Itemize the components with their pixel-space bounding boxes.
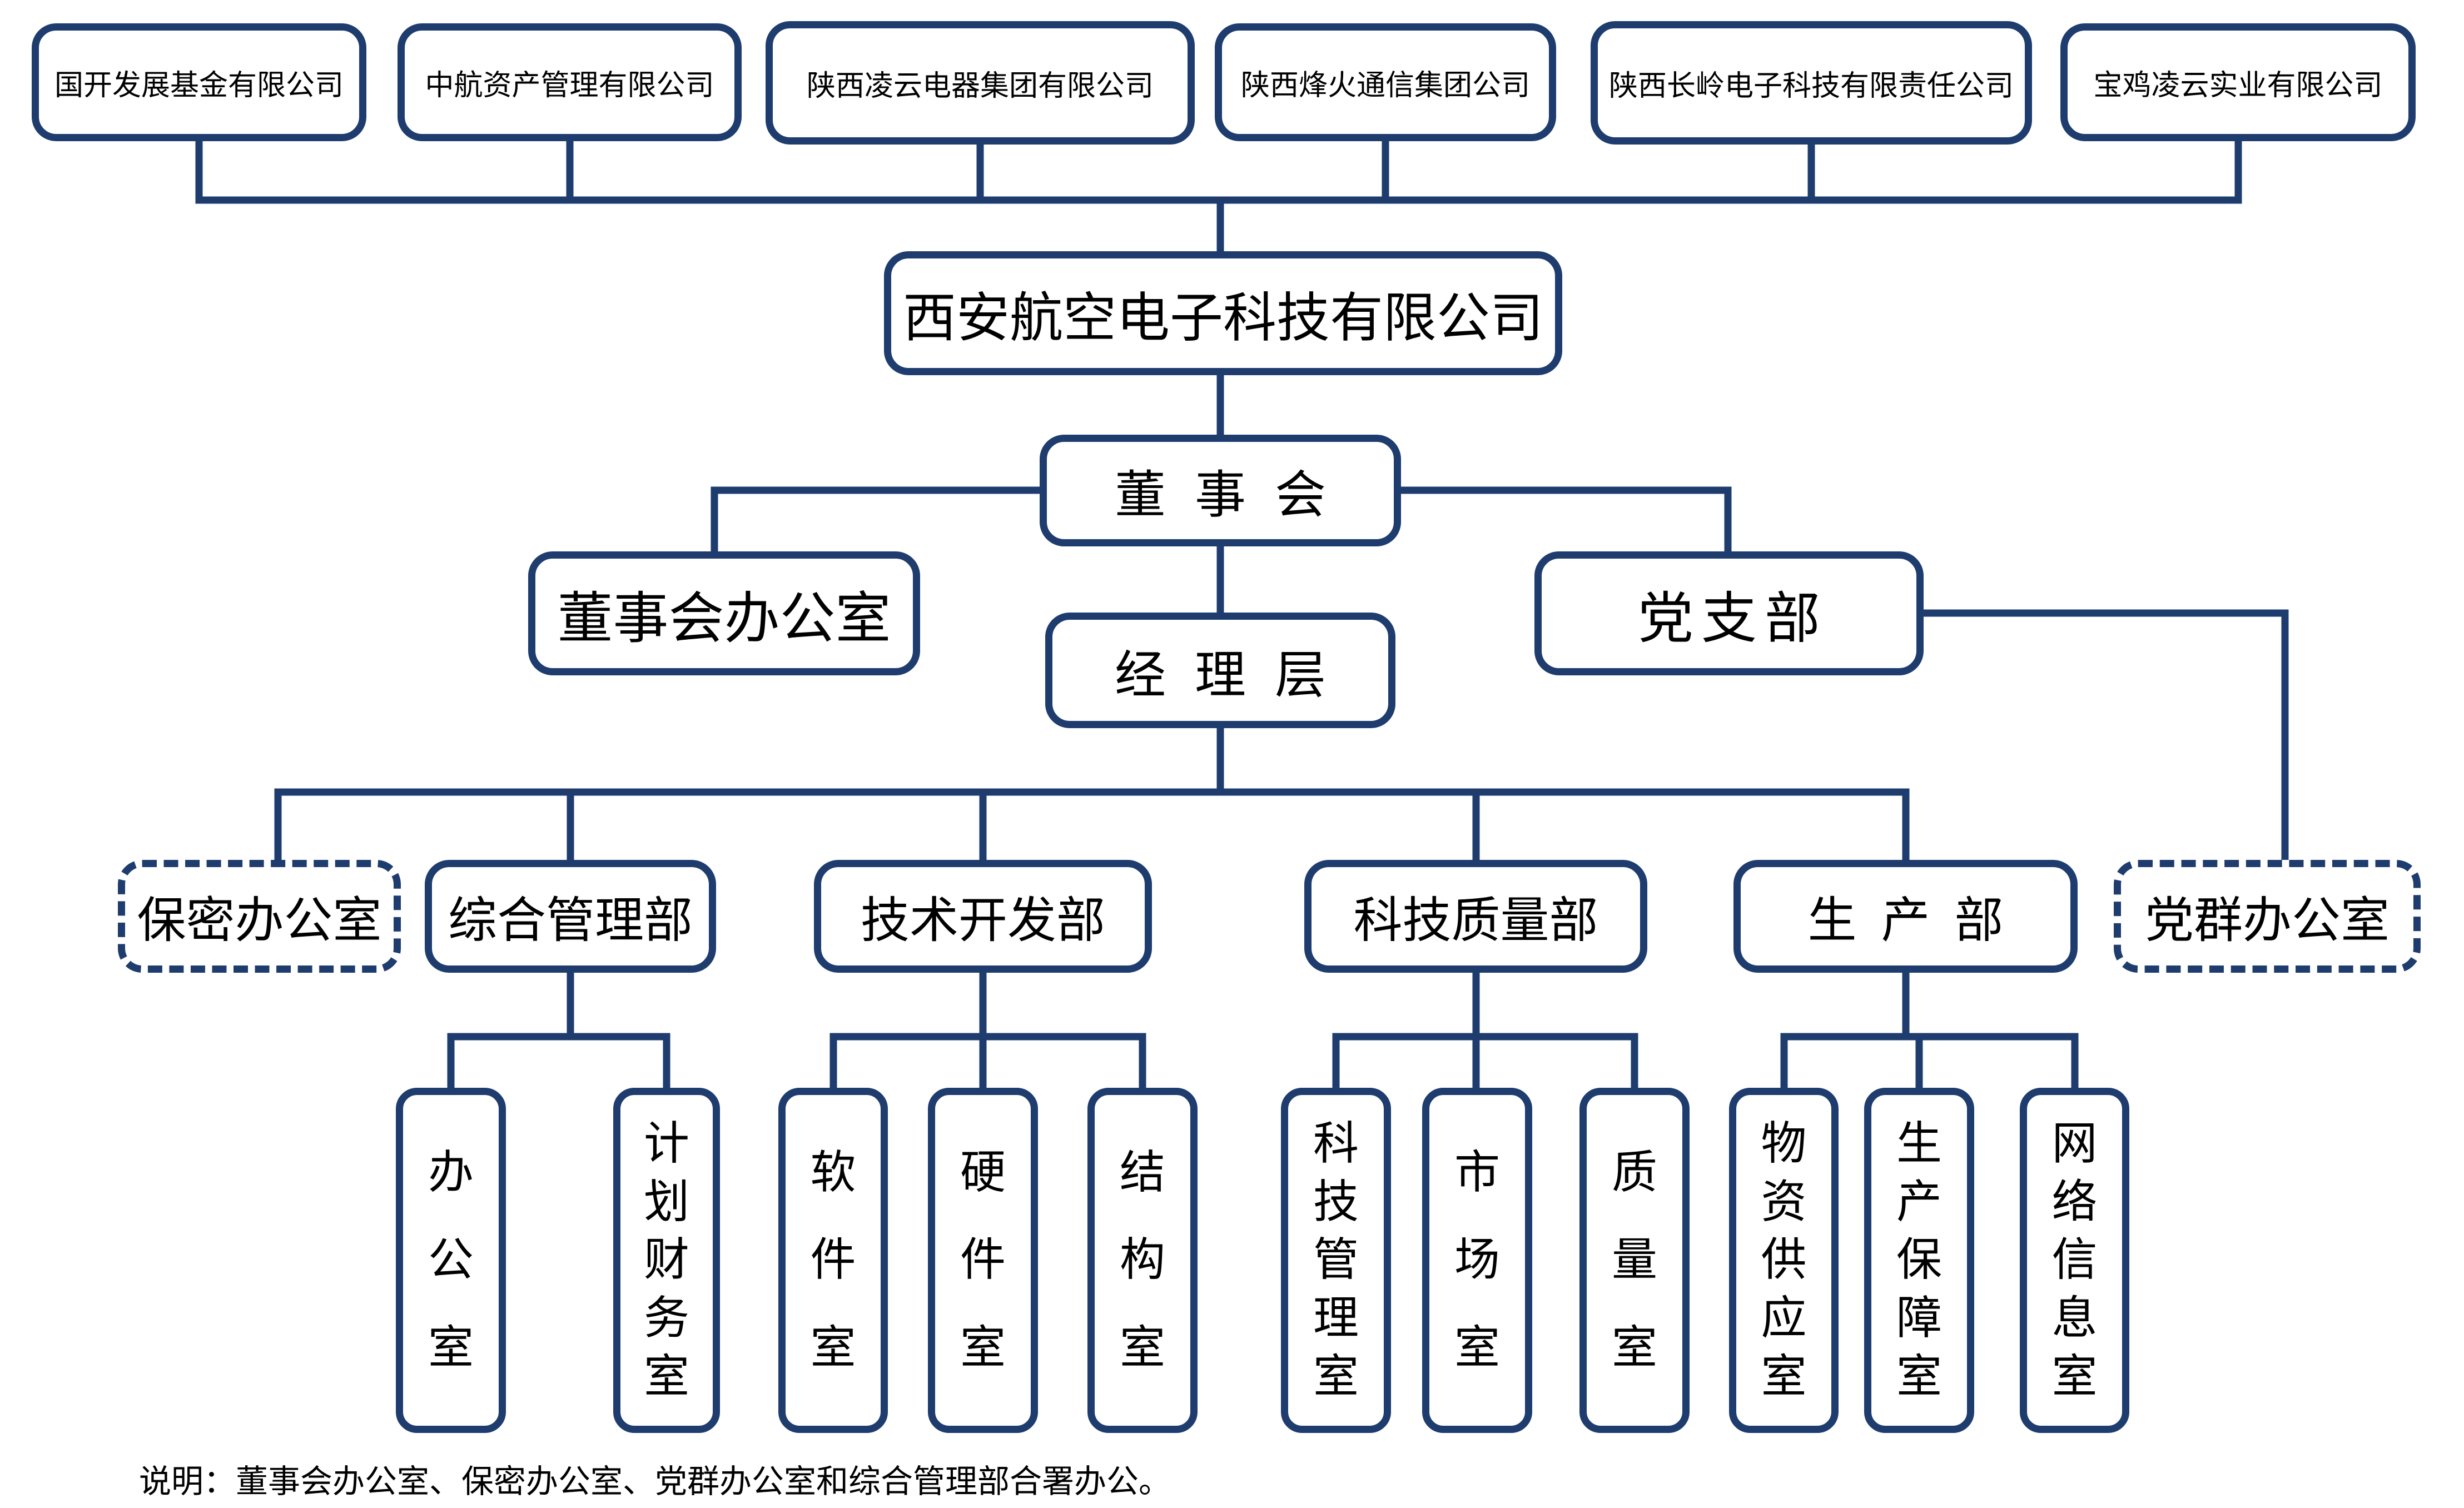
- node-office-admin: 办公室: [396, 1088, 506, 1433]
- node-office-hardware: 硬件室: [928, 1088, 1038, 1433]
- node-office-quality: 质量室: [1579, 1088, 1690, 1433]
- node-label: 生产部: [1807, 893, 2028, 948]
- node-label: 市场室: [1454, 1147, 1500, 1373]
- node-label: 软件室: [810, 1147, 856, 1373]
- node-office-planning-finance: 计划财务室: [613, 1088, 720, 1433]
- node-dept-tech-dev: 技术开发部: [814, 860, 1152, 973]
- node-office-structure: 结构室: [1087, 1088, 1198, 1433]
- node-board-office: 董事会办公室: [528, 551, 920, 675]
- node-party-branch: 党支部: [1534, 551, 1924, 675]
- node-office-production-support: 生产保障室: [1864, 1088, 1974, 1433]
- node-label: 生产保障室: [1896, 1118, 1942, 1402]
- node-label: 计划财务室: [643, 1118, 689, 1402]
- node-label: 陕西长岭电子科技有限责任公司: [1608, 69, 2014, 102]
- node-label: 网络信息室: [2051, 1118, 2098, 1402]
- node-shareholder-1: 国开发展基金有限公司: [32, 23, 366, 141]
- node-label: 经理层: [1114, 646, 1355, 704]
- node-dept-general-admin: 综合管理部: [425, 860, 716, 973]
- node-shareholder-3: 陕西凌云电器集团有限公司: [766, 21, 1195, 145]
- node-shareholder-2: 中航资产管理有限公司: [398, 23, 742, 141]
- node-office-software: 软件室: [778, 1088, 888, 1433]
- node-label: 质量室: [1611, 1147, 1657, 1373]
- node-label: 国开发展基金有限公司: [54, 69, 344, 102]
- node-label: 中航资产管理有限公司: [425, 69, 714, 102]
- node-label: 党支部: [1638, 588, 1828, 650]
- node-office-market: 市场室: [1422, 1088, 1532, 1433]
- node-label: 科技质量部: [1353, 893, 1598, 948]
- node-shareholder-4: 陕西烽火通信集团公司: [1215, 23, 1556, 141]
- node-label: 综合管理部: [448, 893, 693, 948]
- node-label: 保密办公室: [137, 893, 382, 948]
- node-management: 经理层: [1045, 613, 1395, 728]
- node-dept-secrecy-office: 保密办公室: [118, 860, 401, 973]
- node-label: 技术开发部: [860, 893, 1105, 948]
- node-shareholder-5: 陕西长岭电子科技有限责任公司: [1591, 21, 2032, 145]
- node-office-material-supply: 物资供应室: [1729, 1088, 1839, 1433]
- node-dept-party-mass-office: 党群办公室: [2114, 860, 2421, 973]
- node-office-network-info: 网络信息室: [2020, 1088, 2129, 1433]
- node-label: 陕西凌云电器集团有限公司: [806, 69, 1154, 102]
- node-label: 办公室: [428, 1147, 474, 1373]
- node-label: 西安航空电子科技有限公司: [903, 288, 1543, 348]
- node-label: 结构室: [1119, 1147, 1165, 1373]
- node-label: 董事会: [1114, 467, 1355, 524]
- node-board: 董事会: [1040, 435, 1401, 546]
- node-label: 董事会办公室: [557, 588, 891, 650]
- footnote: 说明：董事会办公室、保密办公室、党群办公室和综合管理部合署办公。: [139, 1464, 1171, 1500]
- node-dept-sci-quality: 科技质量部: [1304, 860, 1647, 973]
- node-shareholder-6: 宝鸡凌云实业有限公司: [2060, 23, 2416, 141]
- node-label: 科技管理室: [1313, 1118, 1359, 1402]
- node-label: 陕西烽火通信集团公司: [1240, 69, 1530, 102]
- node-office-sci-management: 科技管理室: [1281, 1088, 1391, 1433]
- node-label: 硬件室: [960, 1147, 1006, 1373]
- node-dept-production: 生产部: [1733, 860, 2078, 973]
- node-label: 物资供应室: [1761, 1118, 1807, 1402]
- node-label: 宝鸡凌云实业有限公司: [2093, 69, 2383, 102]
- node-company: 西安航空电子科技有限公司: [884, 251, 1562, 375]
- node-label: 党群办公室: [2144, 893, 2390, 948]
